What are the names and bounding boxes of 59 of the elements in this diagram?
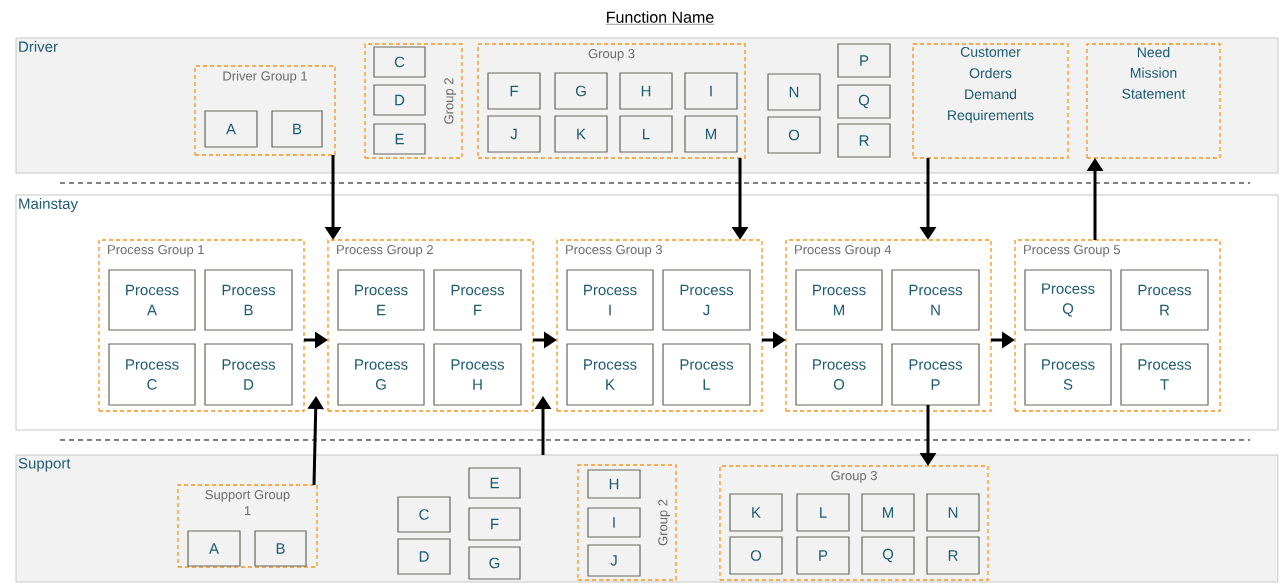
item-box: H	[587, 469, 641, 499]
process-box: Process I	[566, 269, 654, 331]
item-box: E	[468, 467, 521, 499]
process-box: Process J	[662, 269, 751, 331]
process-box: Process B	[204, 269, 293, 331]
item-box: O	[767, 116, 821, 154]
process-box: Process M	[795, 269, 883, 331]
info-box: Need Mission Statement	[1086, 43, 1221, 159]
item-box: Q	[861, 536, 915, 575]
item-box: H	[619, 72, 673, 110]
process-box: Process A	[108, 269, 196, 331]
item-box: J	[587, 544, 641, 577]
item-box: J	[487, 115, 541, 153]
process-box: Process D	[204, 343, 293, 406]
item-box: I	[684, 72, 738, 110]
process-box: Process E	[337, 269, 425, 331]
item-box: M	[684, 115, 738, 153]
item-box: N	[926, 493, 980, 532]
item-box: E	[373, 123, 426, 155]
item-box: R	[837, 123, 891, 158]
process-box: Process H	[433, 343, 522, 406]
process-box: Process O	[795, 343, 883, 406]
item-box: F	[487, 72, 541, 110]
process-box: Process Q	[1024, 269, 1112, 331]
item-box: G	[554, 72, 608, 110]
item-box: P	[837, 43, 891, 78]
item-box: B	[254, 530, 307, 567]
title: Function Name	[605, 11, 715, 25]
item-box: R	[926, 536, 980, 575]
item-box: D	[373, 84, 426, 116]
item-box: I	[587, 507, 641, 538]
item-box: K	[729, 493, 783, 532]
item-box: Q	[837, 84, 891, 119]
item-box: B	[271, 110, 323, 148]
item-box: O	[729, 536, 783, 575]
process-box: Process L	[662, 343, 751, 406]
process-box: Process K	[566, 343, 654, 406]
item-box: G	[468, 546, 521, 580]
info-box: Customer Orders Demand Requirements	[912, 43, 1069, 159]
process-box: Process R	[1120, 269, 1209, 331]
item-box: A	[187, 530, 241, 567]
item-box: A	[204, 110, 258, 148]
item-box: F	[468, 507, 521, 541]
process-box: Process C	[108, 343, 196, 406]
item-box: C	[397, 496, 451, 533]
process-box: Process T	[1120, 343, 1209, 406]
process-box: Process N	[891, 269, 980, 331]
item-box: K	[554, 115, 608, 153]
item-box: M	[861, 493, 915, 532]
item-box: L	[619, 115, 673, 153]
item-box: C	[373, 46, 426, 78]
item-box: D	[397, 538, 451, 575]
process-box: Process P	[891, 343, 980, 406]
process-box: Process S	[1024, 343, 1112, 406]
item-box: N	[767, 73, 821, 111]
process-box: Process G	[337, 343, 425, 406]
process-box: Process F	[433, 269, 522, 331]
item-box: P	[796, 536, 850, 575]
item-box: L	[796, 493, 850, 532]
